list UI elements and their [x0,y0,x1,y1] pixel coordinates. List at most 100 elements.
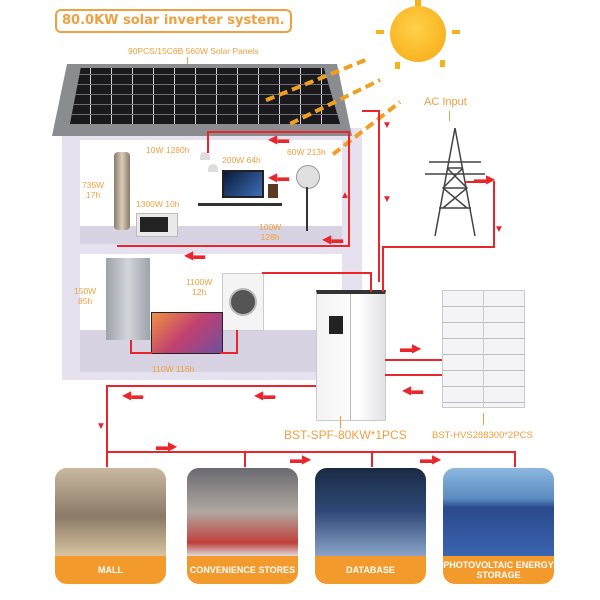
datacenter-photo [315,468,426,556]
wire [362,110,380,112]
solar-panels-label: 90PCS/15C6B 560W Solar Panels [128,46,259,56]
wire [236,330,238,352]
tower-fan-hours: 17h [86,190,101,200]
wire [382,246,384,292]
fan-stand [306,187,308,231]
inverter-display [329,316,343,334]
wire [514,451,516,467]
wire [371,451,373,467]
wire [493,181,495,248]
application-card-database: DATABASE [315,468,426,584]
desk [198,203,282,206]
arrow-left-icon: ◀▬ [402,383,424,397]
sun-ray-icon [440,60,445,67]
application-label: CONVENIENCE STORES [189,565,296,575]
speaker-hours: 128h [260,232,280,242]
refrigerator [106,258,150,340]
label-pointer [449,111,450,121]
arrow-left-icon: ◀▬ [268,170,290,184]
wire [130,352,152,354]
label-pointer [483,413,484,425]
arrow-right-icon: ▬▶ [474,172,496,186]
arrow-left-icon: ◀▬ [184,248,206,262]
ac-input-label: AC Input [424,96,467,108]
arrow-right-icon: ▬▶ [156,439,178,453]
tower-fan [114,152,130,230]
arrow-down-icon: ▼ [96,421,106,432]
wire [370,272,372,292]
sun-ray-icon [452,30,460,34]
label-pointer [340,416,341,428]
wire [244,451,246,467]
inverter-label: BST-SPF-80KW*1PCS [284,428,407,442]
speaker [268,184,278,198]
arrow-right-icon: ▬▶ [400,341,422,355]
battery-rack-2 [483,290,525,408]
pv-field-photo [443,468,554,556]
wire [348,131,350,246]
sun-ray-icon [415,0,421,6]
application-label: MALL [98,565,123,575]
arrow-down-icon: ▼ [494,224,504,235]
sun-icon [390,6,446,62]
application-card-mall: MALL [55,468,166,584]
microwave [136,213,178,237]
wire [106,451,516,453]
system-title: 80.0KW solar inverter system. [55,9,292,33]
sun-ray-icon [376,30,384,34]
lights-label: 10W 1280h [146,145,190,155]
arrow-left-icon: ◀▬ [254,388,276,402]
wire [220,352,238,354]
wire [382,246,494,248]
store-photo [187,468,298,556]
arrow-right-icon: ▬▶ [290,452,312,466]
label-pointer [187,57,188,66]
wire [385,374,442,376]
fridge-power: 150W [74,286,97,296]
arrow-left-icon: ◀▬ [122,388,144,402]
sun-ray-icon [395,62,400,69]
washer-hours: 12h [192,287,207,297]
wire [106,385,316,387]
hybrid-inverter [316,290,386,421]
solar-panel-array [70,68,340,124]
computer-label: 200W 64h [222,155,261,165]
wire [130,340,132,352]
wire [385,359,442,361]
pendant-light [200,152,210,160]
wire [106,385,108,467]
washer-power: 1100W [186,277,213,287]
arrow-left-icon: ◀▬ [322,232,344,246]
tower-fan-power: 735W [82,180,105,190]
arrow-down-icon: ▼ [382,194,392,205]
wire [117,245,350,247]
arrow-up-icon: ▲ [340,190,350,201]
application-card-convenience-stores: CONVENIENCE STORES [187,468,298,584]
arrow-left-icon: ◀▬ [268,132,290,146]
standing-fan [296,165,320,189]
fridge-hours: 85h [78,296,93,306]
speaker-power: 100W [259,222,282,232]
battery-rack-1 [442,290,484,408]
application-label: DATABASE [346,565,395,575]
application-label: PHOTOVOLTAIC ENERGY STORAGE [443,560,554,580]
television [151,312,223,354]
application-card-photovoltaic: PHOTOVOLTAIC ENERGY STORAGE [443,468,554,584]
battery-label: BST-HVS288300*2PCS [432,430,533,441]
computer-monitor [222,170,264,198]
mall-photo [55,468,166,556]
wire [207,131,350,133]
wire [465,181,479,183]
arrow-down-icon: ▼ [382,120,392,131]
microwave-label: 1300W 10h [136,199,180,209]
fan-label: 60W 213h [287,147,326,157]
wire [207,131,209,153]
pendant-light [208,164,218,172]
arrow-right-icon: ▬▶ [420,452,442,466]
wire [378,110,380,282]
tv-label: 110W 116h [152,364,195,374]
